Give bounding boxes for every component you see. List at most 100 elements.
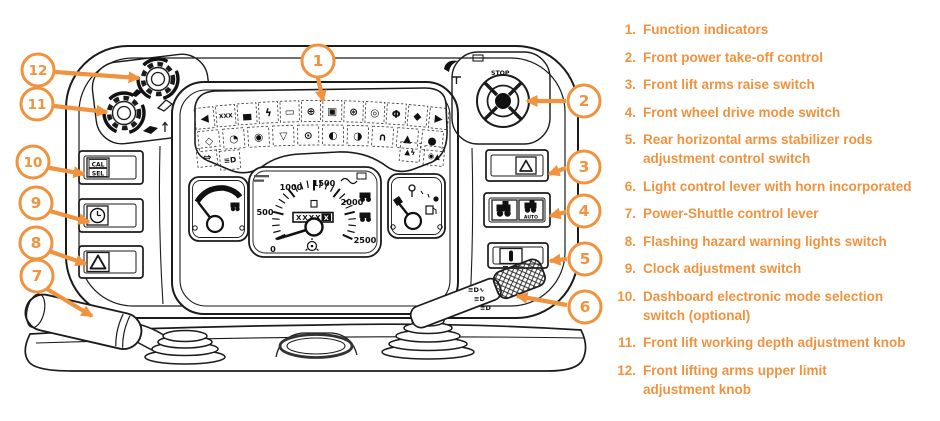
indicator-cell: ⊙ [297, 124, 320, 146]
front-lift-raise-switch [485, 149, 549, 182]
indicator-cell: ⊛ [343, 100, 364, 123]
indicator-icon: ▶ [434, 113, 444, 126]
pto-mode-icon [472, 54, 484, 62]
indicator-cell: ◎ [364, 101, 386, 124]
headlight-icons: ≡D∿ ≡D ≡D [468, 286, 491, 312]
legend-item-number: 10. [617, 288, 636, 304]
callout-10: 10 [15, 144, 86, 180]
indicator-icon: Φ [391, 108, 401, 121]
tach-tick [348, 218, 356, 220]
hourglass-icon [310, 199, 318, 208]
indicator-cell: ◔ [222, 127, 246, 150]
mower-icon [444, 60, 458, 72]
dashboard-illustration: ◀XXX▄ϟ▭⊕▣⊛◎Φ◆▶◇◔◉▽⊙◐◑∩▲●⇔≡D▲ϟ◉▲ 0 500 10… [15, 43, 603, 372]
tach-tick [278, 198, 286, 204]
tach-tick [319, 180, 322, 189]
indicator-cell: ◀ [193, 106, 216, 130]
indicator-cell-border [236, 102, 258, 126]
tach-tick [272, 218, 280, 220]
indicator-icon: ◀ [200, 112, 210, 125]
tach-tick [342, 198, 350, 204]
callout-circle [300, 43, 336, 79]
svg-text:≡D: ≡D [480, 304, 491, 312]
callout-6: 6 [515, 289, 603, 325]
screw [390, 224, 396, 230]
legend-item-number: 12. [617, 362, 636, 378]
legend-item-number: 11. [617, 335, 636, 350]
legend-item: 4.Front wheel drive mode switch [608, 103, 934, 122]
indicator-cell-border [322, 100, 343, 123]
lift-icon [143, 126, 158, 134]
indicator-icon: ⇔ [202, 151, 212, 164]
tach-tick [306, 180, 309, 189]
panel-fineprint [254, 179, 264, 182]
indicator-cell: ⇔ [195, 146, 219, 168]
tachometer: 0 500 1000 1500 2000 2500 XXXX X [248, 166, 382, 258]
gauge-hub [403, 211, 423, 231]
callout-number: 11 [28, 97, 47, 113]
indicator-cell-border [346, 124, 370, 147]
legend-item: 8.Flashing hazard warning lights switch [608, 232, 934, 251]
callout-arrow [548, 253, 568, 266]
tach-hub [304, 217, 324, 237]
auto-label: AUTO [524, 215, 538, 221]
callout-arrow [45, 207, 91, 225]
callout-circle [567, 241, 603, 277]
callout-number: 7 [32, 267, 43, 285]
indicator-cell: ▭ [279, 100, 300, 123]
callout-arrow [54, 69, 141, 84]
callout-circle [566, 149, 602, 185]
indicator-cell-border [258, 101, 279, 124]
lift-icon [156, 99, 174, 112]
callout-number: 10 [24, 155, 43, 171]
indicator-icon: ◎ [370, 107, 380, 119]
indicator-icon: ▲ϟ [404, 147, 416, 157]
callout-number: 6 [580, 298, 591, 316]
hazard-triangle-icon [89, 254, 107, 270]
indicator-icon: ▣ [327, 106, 337, 118]
full-mark-icon [433, 196, 439, 202]
indicator-icon: ◑ [353, 130, 363, 142]
indicator-cell: ◇ [197, 129, 221, 153]
callout-number: 4 [579, 202, 590, 220]
raise-triangle-icon [519, 159, 533, 172]
callout-arrow [43, 164, 86, 179]
gauge-ticks [420, 190, 430, 198]
wave-icon [340, 177, 358, 185]
tach-tick-label: 1500 [313, 178, 336, 188]
indicator-cell-border [422, 145, 446, 167]
indicator-cell-border [215, 104, 237, 128]
callout-5: 5 [548, 241, 603, 277]
legend-item-number: 2. [624, 49, 636, 65]
indicator-cell-border [427, 106, 450, 131]
indicator-cell: ≡D [218, 149, 242, 171]
callout-3: 3 [547, 149, 602, 185]
indicator-cell-border [193, 106, 216, 130]
tach-tick [282, 193, 289, 200]
tach-tick-label: 2500 [354, 235, 377, 245]
tach-tick [287, 188, 296, 198]
indicator-icon: ⊛ [349, 106, 358, 118]
tach-tick-label: 0 [270, 244, 276, 254]
legend-item-text: Clock adjustment switch [643, 261, 802, 276]
tach-tick-label: 2000 [341, 197, 364, 207]
legend-item: 6.Light control lever with horn incorpor… [608, 177, 934, 196]
callout-circle [18, 225, 54, 261]
indicator-cell: ⊕ [301, 100, 321, 123]
indicator-icon: ● [427, 135, 437, 148]
callout-arrow [515, 291, 568, 308]
indicator-icon: ▲ [403, 133, 413, 146]
indicator-cell: ▲ϟ [398, 141, 422, 163]
fuel-gauge [387, 173, 446, 239]
indicator-cell-border [385, 102, 407, 126]
legend-item-number: 5. [624, 132, 636, 147]
svg-text:≡D: ≡D [474, 295, 485, 303]
legend-item-text: Function indicators [643, 22, 769, 37]
lift-icon [131, 89, 142, 97]
lever-boot-left [144, 329, 226, 365]
callout-arrow [547, 164, 567, 177]
legend-item-number: 3. [624, 77, 636, 92]
indicator-cell-border [247, 125, 271, 148]
